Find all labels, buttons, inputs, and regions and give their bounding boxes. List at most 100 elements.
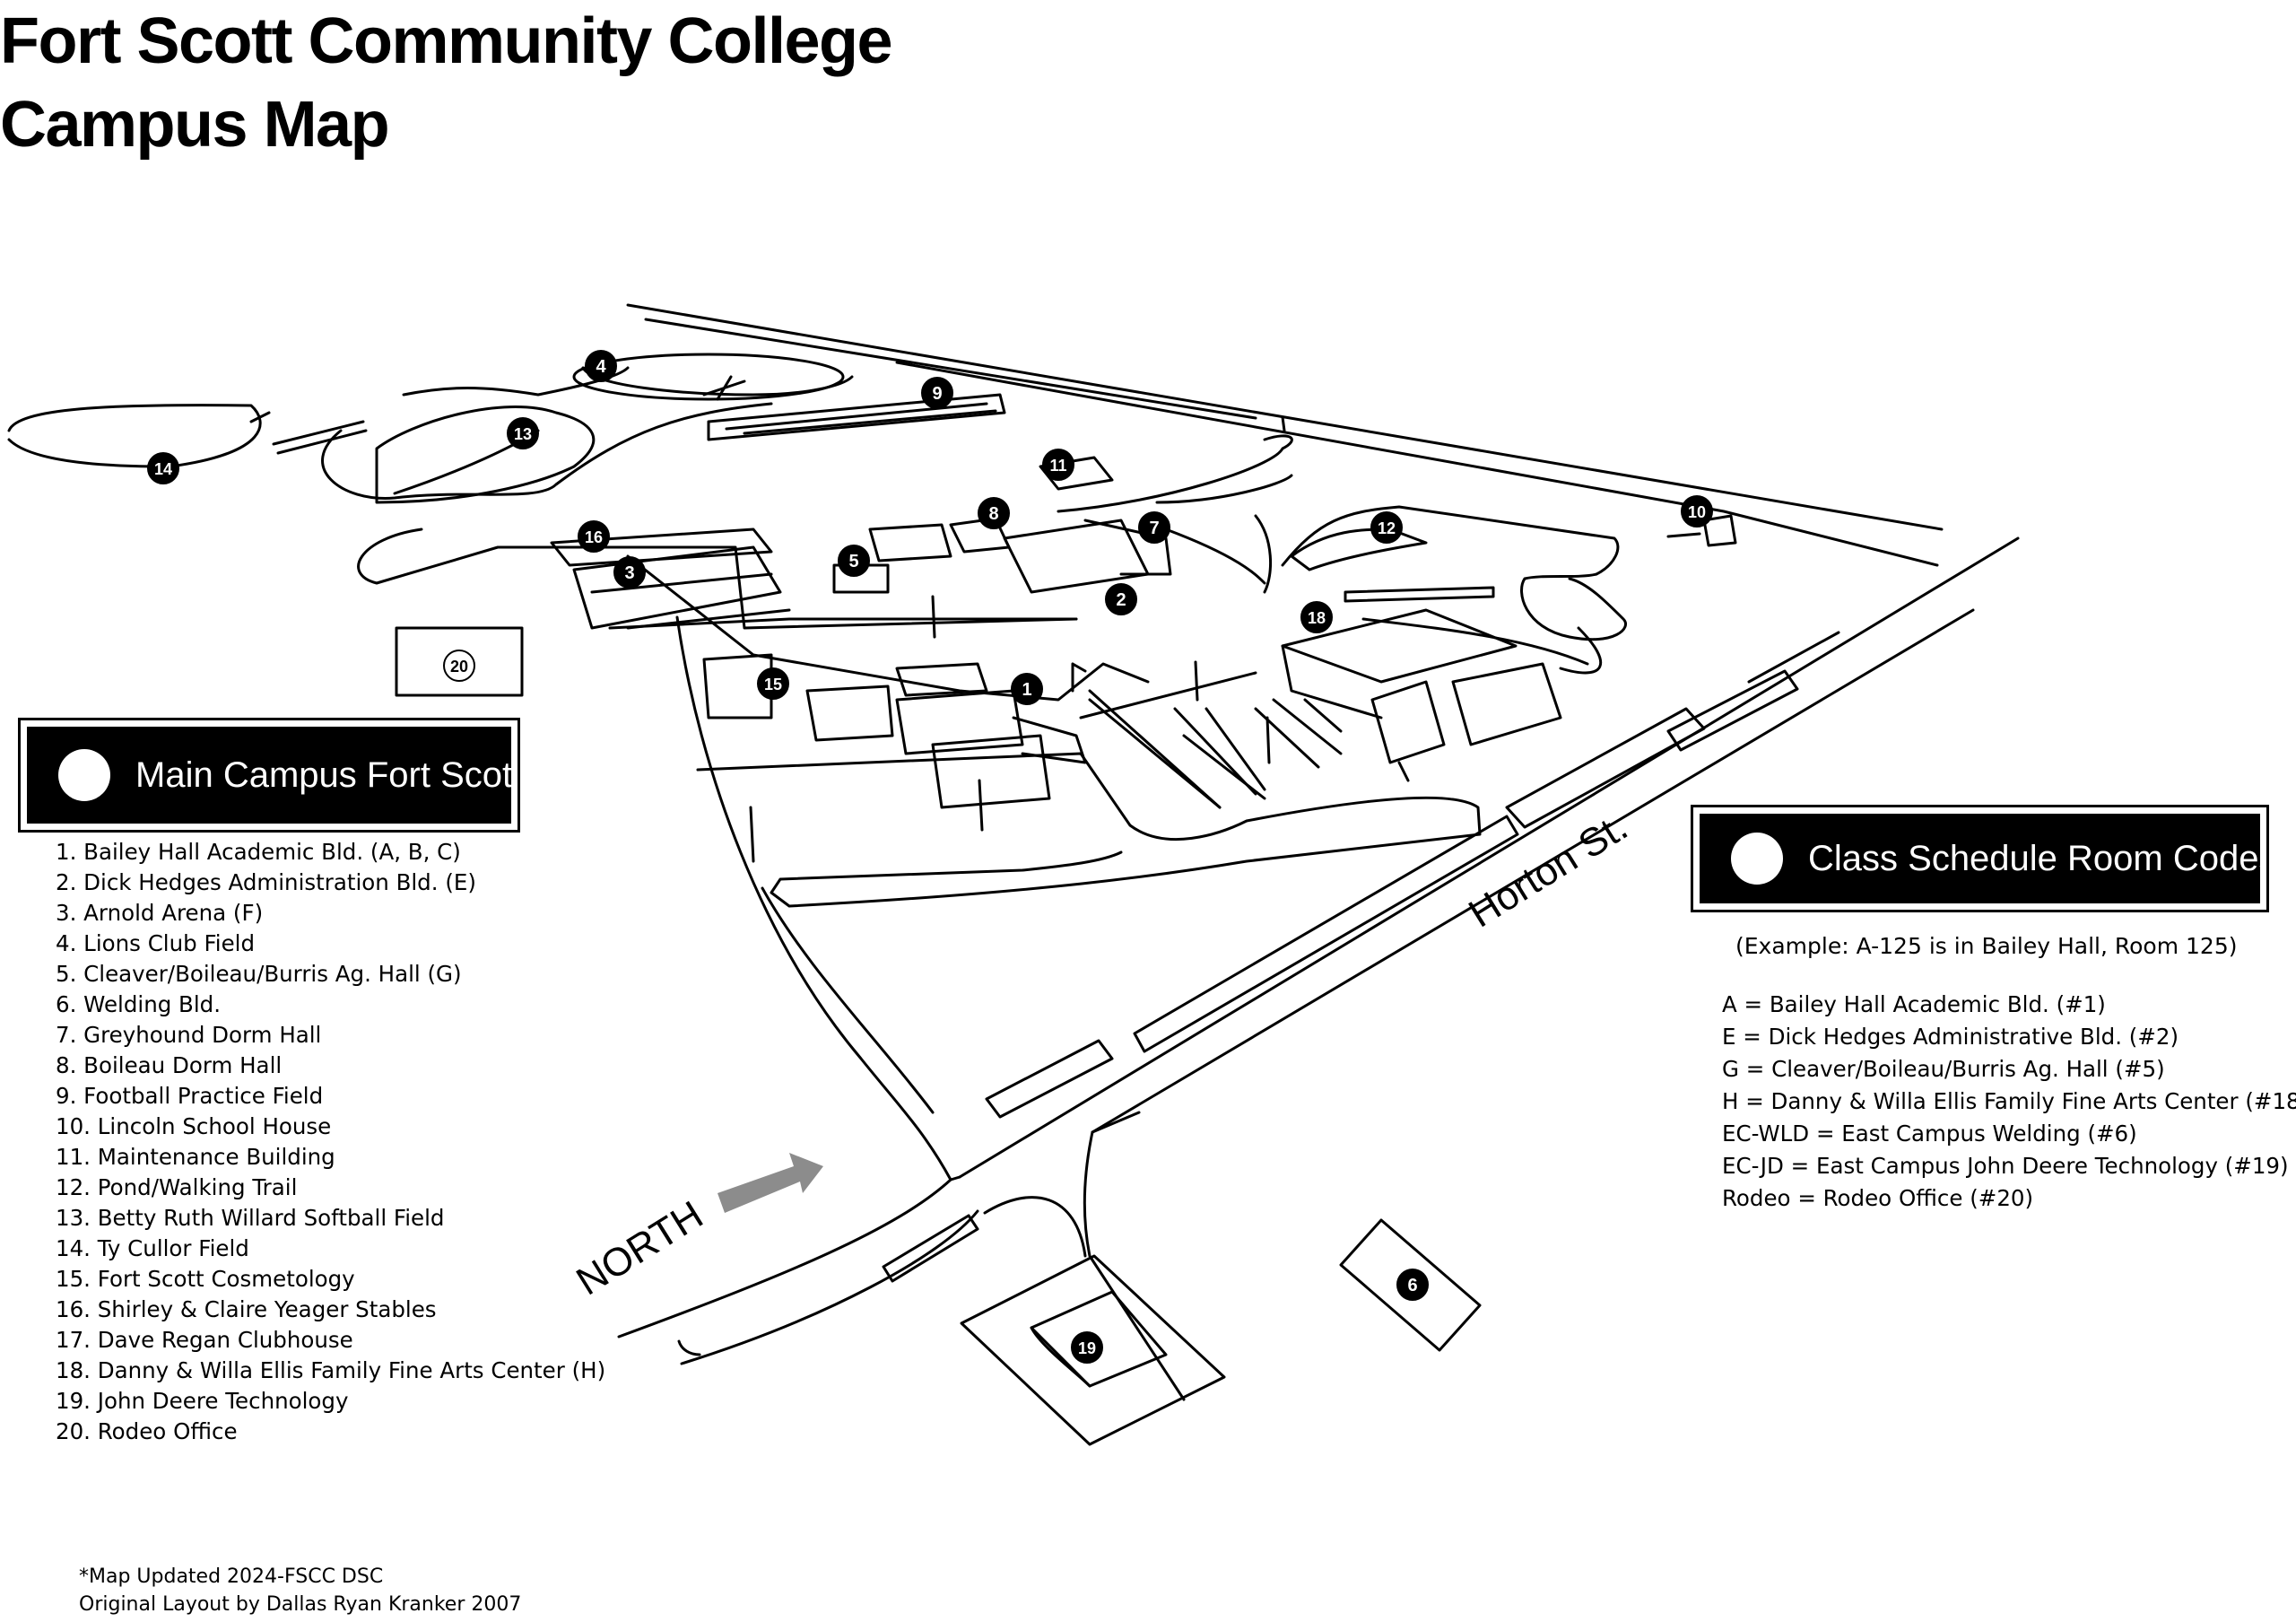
bailey-wing-north (895, 662, 988, 697)
fine-arts-detail (1397, 761, 1410, 782)
marker-15-label: 15 (764, 676, 782, 693)
fine-arts-wing-2 (1451, 662, 1562, 746)
building-list-item: 3. Arnold Arena (F) (56, 900, 264, 926)
marker-1-label: 1 (1022, 680, 1031, 700)
page-title: Fort Scott Community College Campus Map (0, 0, 893, 167)
north-road-inner (644, 318, 1257, 420)
horton-median-4 (1133, 815, 1519, 1053)
south-road (1083, 1130, 1186, 1401)
marker-15-circle (757, 667, 789, 700)
john-deere-ramp (1030, 1326, 1091, 1388)
room-code-item: EC-WLD = East Campus Welding (#6) (1722, 1121, 2137, 1147)
circle-icon (58, 749, 110, 801)
campus-loop-east (1079, 671, 1257, 719)
parking-divider-3 (1173, 707, 1257, 796)
building-list-item: 16. Shirley & Claire Yeager Stables (56, 1296, 437, 1322)
fine-arts-wing-1 (1370, 680, 1446, 764)
main-campus-heading: Main Campus Fort Scott (135, 754, 523, 795)
light-pole-1 (931, 595, 936, 639)
north-drive-2 (1155, 474, 1293, 504)
pond-trail-east (1559, 626, 1603, 675)
room-code-item: EC-JD = East Campus John Deere Technolog… (1722, 1153, 2289, 1179)
marker-16-circle (578, 520, 610, 553)
marker-12-label: 12 (1378, 519, 1396, 537)
football-practice-field (707, 393, 1006, 441)
building-list-item: 1. Bailey Hall Academic Bld. (A, B, C) (56, 839, 461, 865)
arena-lot-edge (608, 617, 1078, 630)
dorm-drive (1164, 528, 1266, 585)
room-code-item: G = Cleaver/Boileau/Burris Ag. Hall (#5) (1722, 1056, 2165, 1082)
john-deere-building (1030, 1290, 1168, 1388)
marker-4-circle (585, 350, 617, 382)
room-code-item: Rodeo = Rodeo Office (#20) (1722, 1185, 2034, 1211)
marker-4-label: 4 (596, 357, 606, 377)
pond-walking-trail (1281, 505, 1627, 641)
marker-1-circle (1011, 673, 1043, 705)
bailey-wing-south (931, 734, 1051, 809)
map-updated-note: *Map Updated 2024-FSCC DSC (79, 1565, 384, 1588)
south-road-curve (983, 1196, 1087, 1258)
room-codes-heading-box: Class Schedule Room Codes (1691, 805, 2276, 912)
room-code-item: E = Dick Hedges Administrative Bld. (#2) (1722, 1024, 2179, 1050)
entrance-road (761, 886, 935, 1114)
horton-street-north-edge (958, 536, 2020, 1179)
north-drive (1057, 434, 1293, 513)
marker-5-label: 5 (848, 552, 858, 571)
rodeo-office-lot (395, 626, 524, 697)
arena-drive (497, 545, 1078, 630)
building-list-item: 19. John Deere Technology (56, 1388, 349, 1414)
intersection-edge (1091, 1111, 1141, 1134)
bailey-hall-main (895, 689, 1024, 755)
horton-median-3 (985, 1039, 1114, 1119)
marker-6-circle (1396, 1269, 1429, 1301)
marker-12-circle (1370, 511, 1403, 544)
room-code-item: A = Bailey Hall Academic Bld. (#1) (1722, 991, 2106, 1017)
building-list-item: 13. Betty Ruth Willard Softball Field (56, 1205, 445, 1231)
marker-13-circle (507, 417, 539, 449)
south-median (882, 1214, 979, 1283)
parking-divider-7 (1303, 698, 1343, 733)
horton-median-2 (1666, 669, 1799, 752)
main-campus-heading-box: Main Campus Fort Scott (18, 718, 522, 833)
building-list-item: 2. Dick Hedges Administration Bld. (E) (56, 869, 476, 895)
marker-11-circle (1042, 449, 1074, 481)
north-boundary-road (626, 303, 1944, 531)
parking-curb (1088, 698, 1222, 809)
welding-lot (1339, 1218, 1482, 1352)
circle-icon (1731, 833, 1783, 885)
building-list-item: 12. Pond/Walking Trail (56, 1174, 298, 1200)
original-layout-note: Original Layout by Dallas Ryan Kranker 2… (79, 1593, 522, 1616)
lincoln-school-house (1702, 514, 1737, 547)
pond-path-inner (1290, 528, 1428, 571)
room-code-list: A = Bailey Hall Academic Bld. (#1) E = Di… (1722, 989, 2296, 1215)
parking-divider-4 (1205, 707, 1266, 791)
horton-street-south-edge (1091, 608, 1975, 1134)
building-list-item: 11. Maintenance Building (56, 1144, 335, 1170)
marker-13-label: 13 (514, 425, 532, 443)
ag-hall-building (832, 563, 890, 594)
room-code-item: H = Danny & Willa Ellis Family Fine Arts… (1722, 1088, 2296, 1114)
pond-boardwalk (1344, 586, 1495, 603)
parking-lot-south (696, 752, 1482, 908)
flag-pole (1071, 662, 1087, 693)
bailey-wing-west (805, 685, 894, 742)
southwest-road-2 (680, 1209, 979, 1365)
north-arrow-icon (718, 1153, 823, 1213)
greyhound-dorm (1083, 519, 1172, 576)
campus-loop-west (626, 554, 1150, 702)
marker-8-label: 8 (988, 504, 998, 524)
fine-arts-roof (1281, 608, 1518, 684)
dick-hedges-building (1003, 519, 1150, 594)
title-line-2: Campus Map (0, 89, 390, 161)
building-list-item: 15. Fort Scott Cosmetology (56, 1266, 355, 1292)
building-list-item: 20. Rodeo Office (56, 1418, 238, 1444)
marker-18-label: 18 (1308, 609, 1326, 627)
parking-divider-5 (1254, 707, 1320, 769)
building-list-item: 10. Lincoln School House (56, 1113, 332, 1139)
marker-20-circle (443, 650, 475, 682)
building-list-item: 8. Boileau Dorm Hall (56, 1052, 283, 1078)
marker-9-circle (921, 377, 953, 409)
marker-8-circle (978, 497, 1010, 529)
softball-drive (321, 402, 773, 500)
